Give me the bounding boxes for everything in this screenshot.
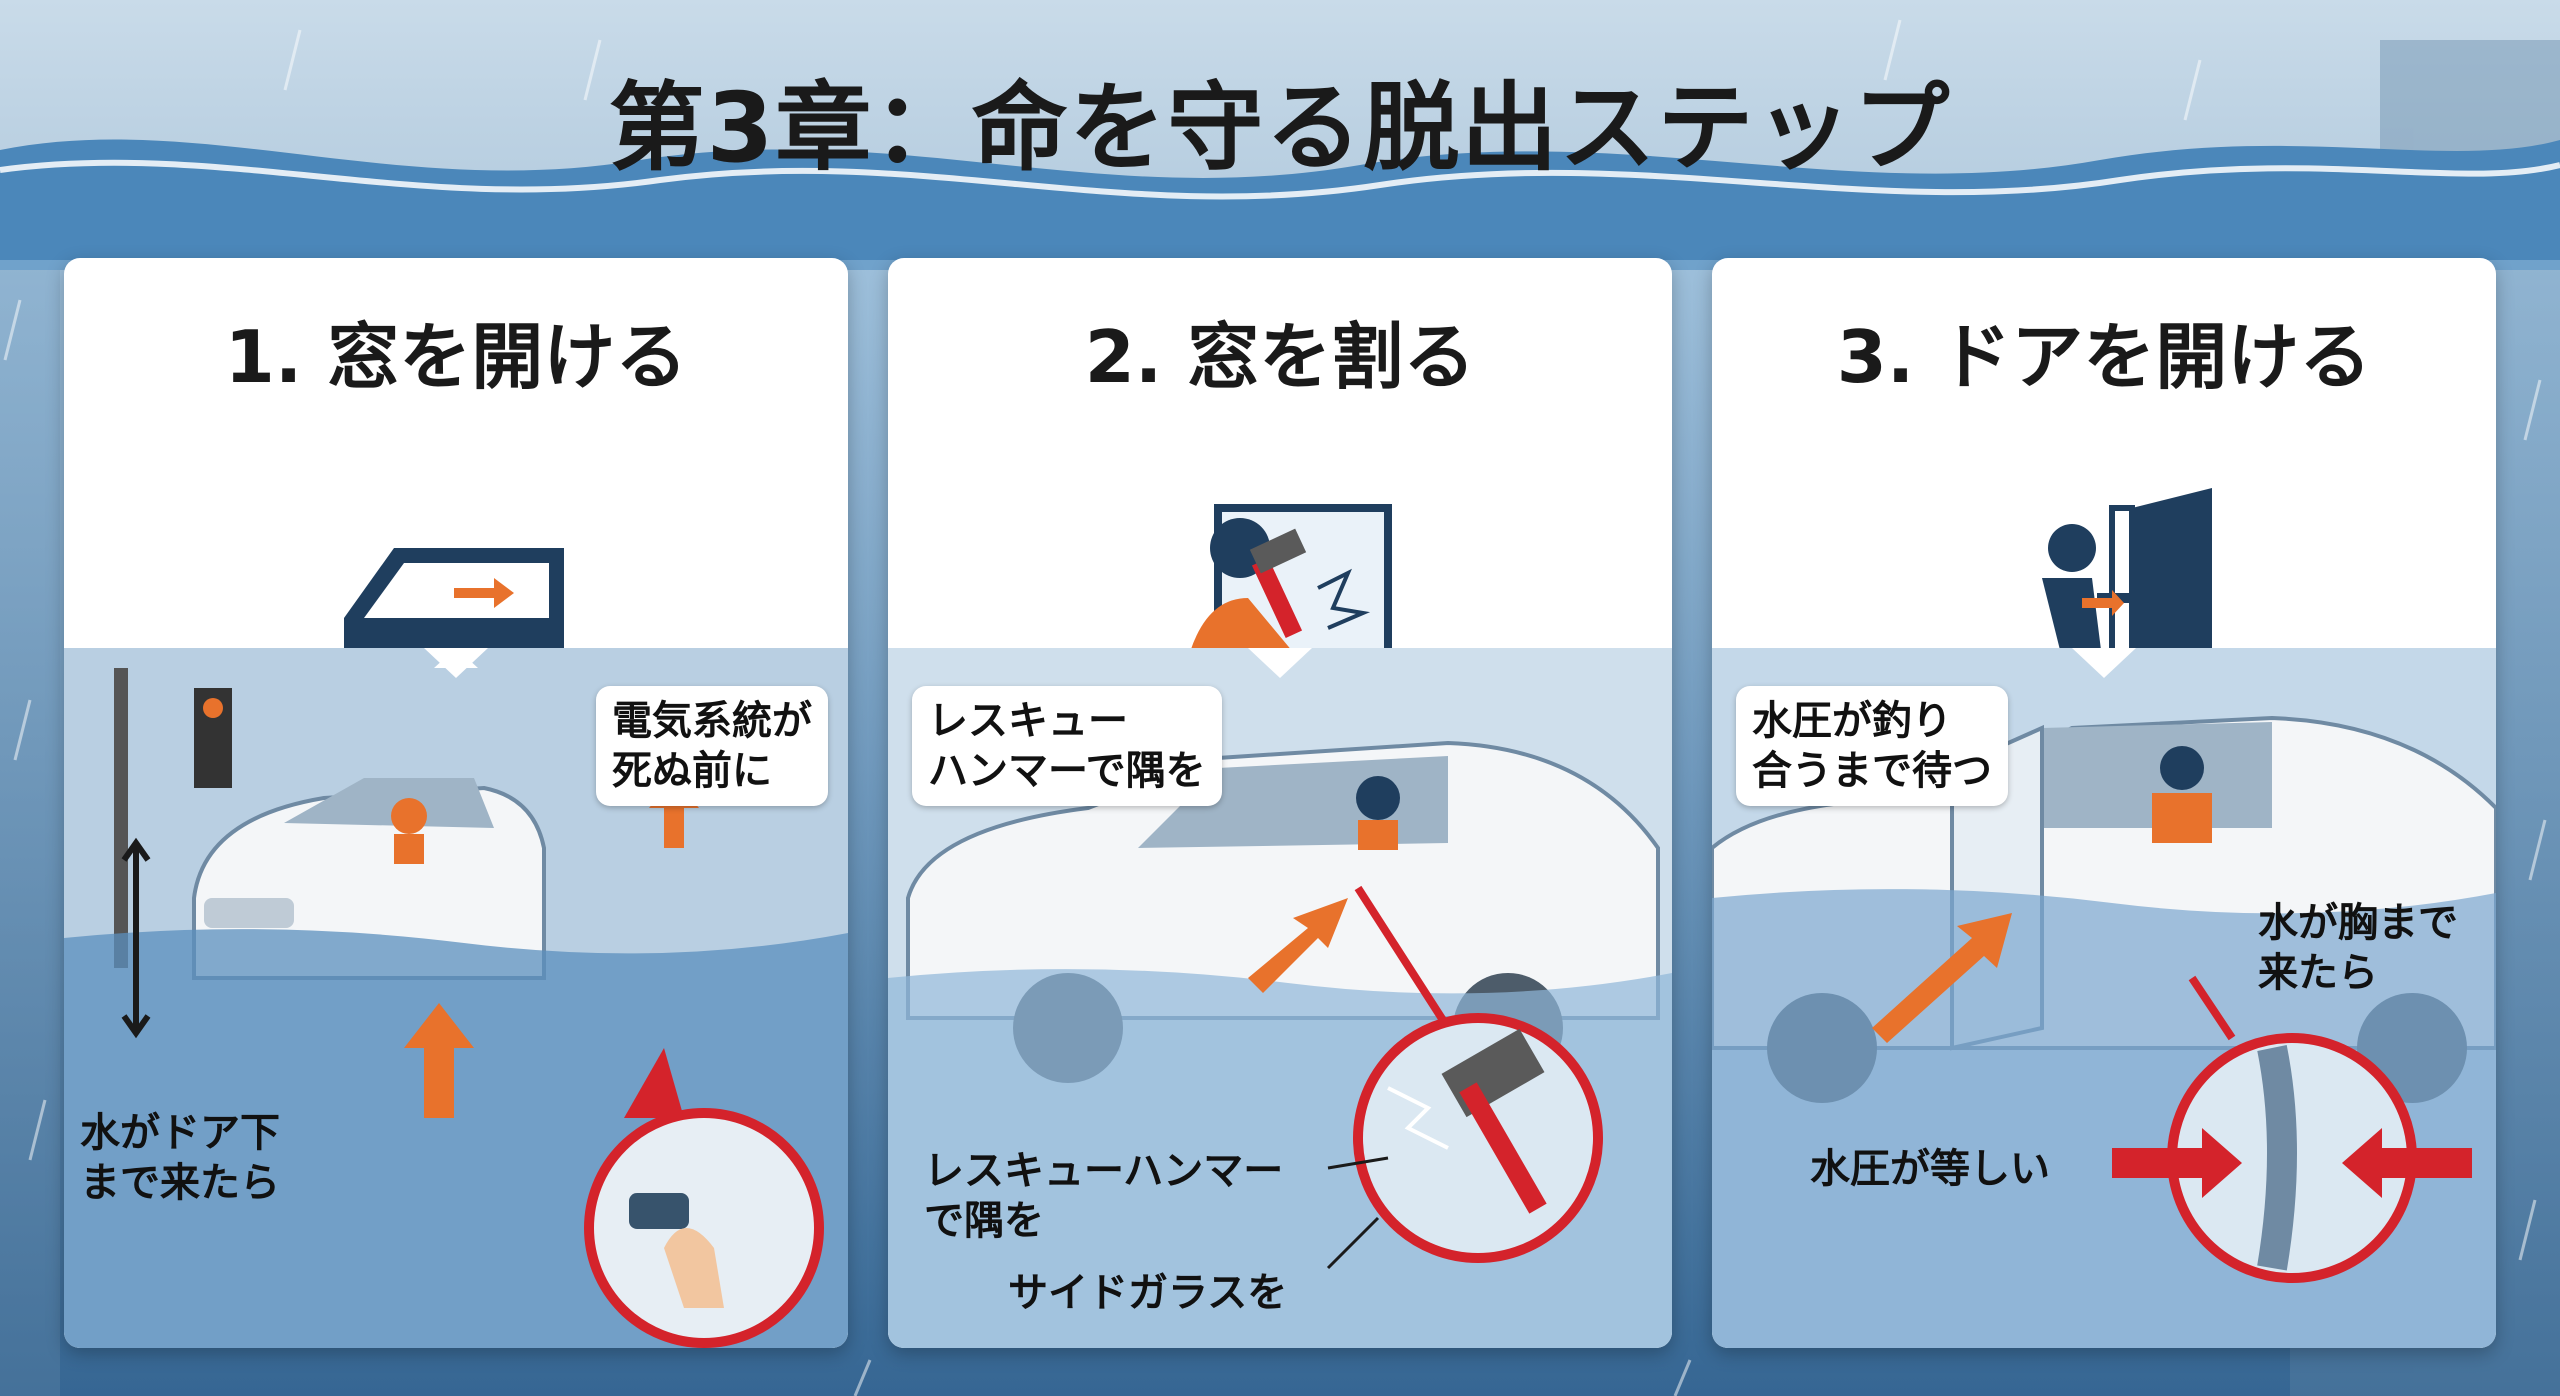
traffic-light — [114, 668, 232, 968]
step-panel-3: 3. ドアを開ける — [1712, 258, 2496, 1348]
step-3-pressure-label: 水圧が等しい — [1810, 1146, 2050, 1192]
rain-streaks — [3, 19, 2547, 1396]
step-2-bubble: レスキュー ハンマーで隅を — [912, 686, 1222, 806]
step-3-bubble: 水圧が釣り 合うまで待つ — [1736, 686, 2008, 806]
up-arrow — [1248, 898, 1348, 993]
step-1-bubble: 電気系統が 死ぬ前に — [596, 686, 828, 806]
up-arrow — [1872, 913, 2012, 1043]
step-2-scene — [888, 648, 1672, 1348]
step-1-scene — [64, 648, 848, 1348]
step-3-condition: 水が胸まで 来たら — [2258, 900, 2458, 996]
water-wave — [0, 139, 2560, 270]
zoom-glass-hammer — [1353, 885, 1603, 1263]
panel-notch — [424, 648, 488, 678]
step-2-annotation-glass: サイドガラスを — [1008, 1270, 1288, 1316]
pressure-arrows — [2112, 1128, 2472, 1198]
step-1-title: 1. 窓を開ける — [224, 315, 688, 399]
step-2-title: 2. 窓を割る — [1084, 315, 1476, 399]
step-panel-2: 2. 窓を割る レスキュ — [888, 258, 1672, 1348]
step-3-title: 3. ドアを開ける — [1836, 315, 2372, 399]
step-panel-1: 1. 窓を開ける — [64, 258, 848, 1348]
annotation-lines — [1326, 1156, 1389, 1270]
step-2-annotation-hammer: レスキューハンマー で隅を — [924, 1148, 1284, 1244]
water-level-arrow — [121, 837, 151, 1039]
page-title: 第3章：命を守る脱出ステップ — [608, 72, 1952, 184]
step-1-condition: 水がドア下 まで来たら — [80, 1110, 280, 1206]
zoom-window-switch — [584, 1048, 824, 1348]
